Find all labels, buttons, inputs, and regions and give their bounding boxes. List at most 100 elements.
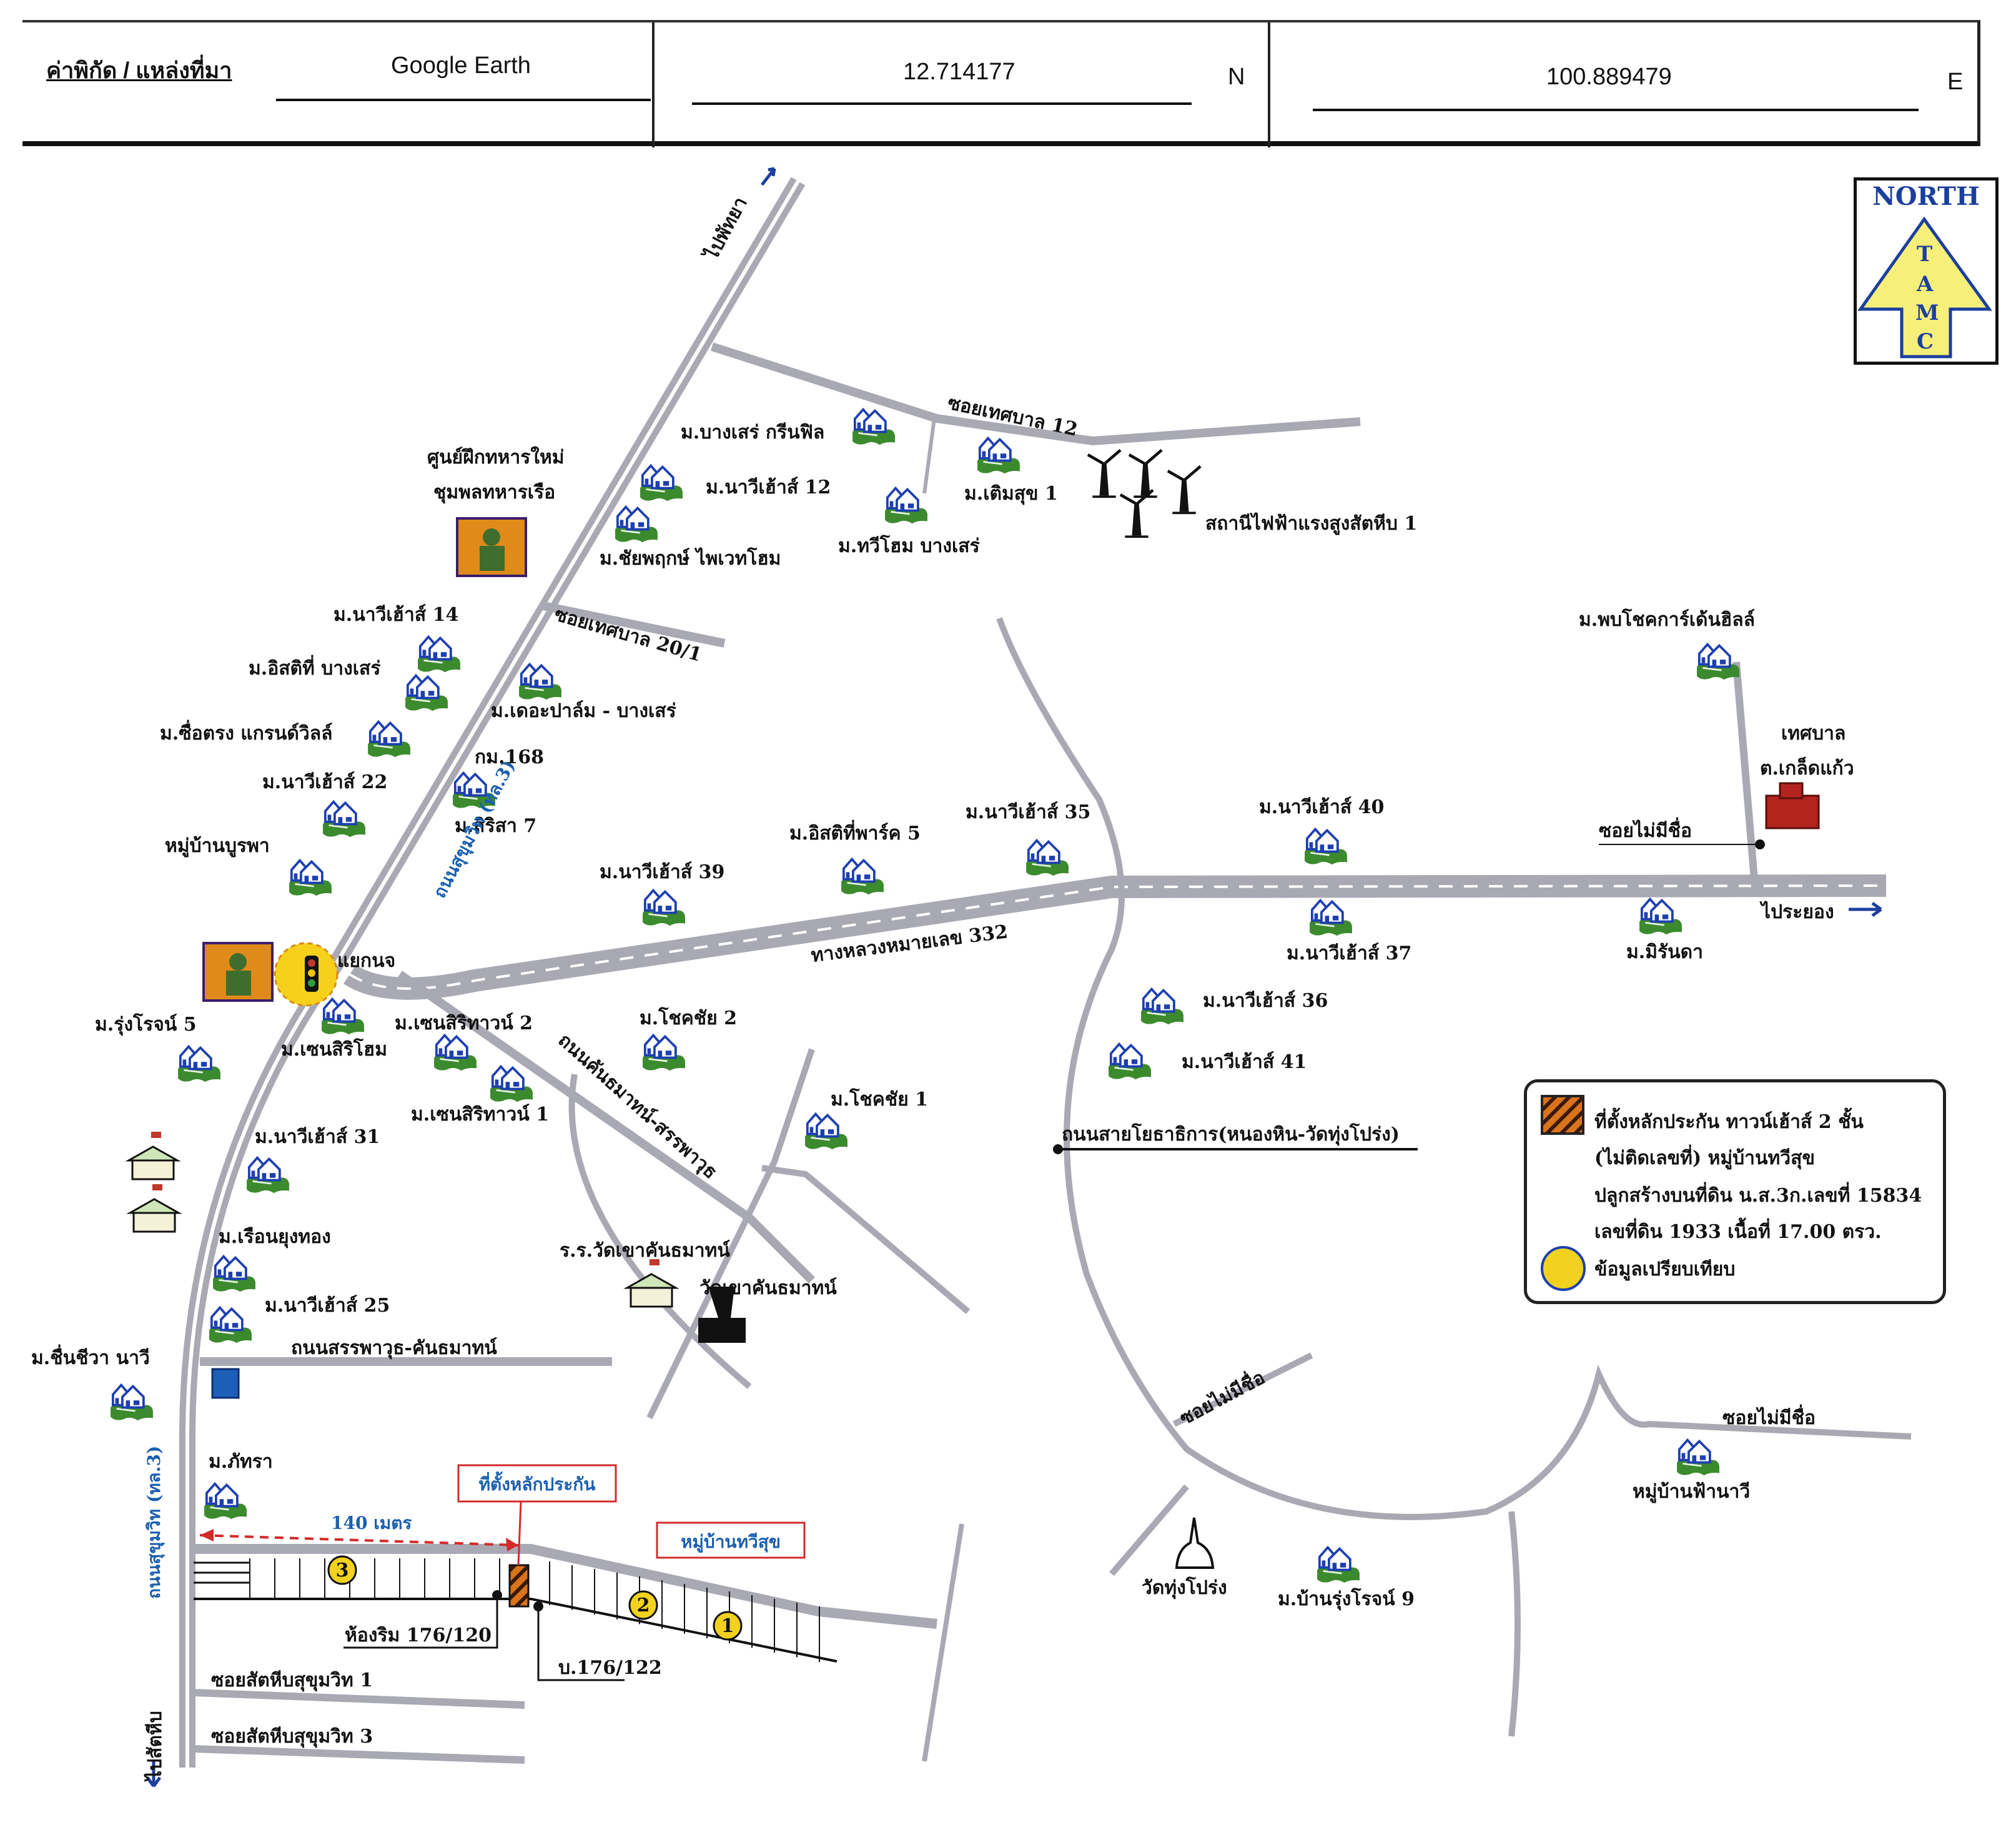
coordinate-source-label: ค่าพิกัด / แหล่งที่มา: [46, 57, 232, 83]
municipality-label: เทศบาล: [1781, 723, 1846, 744]
soi-no-name-west: [1172, 1352, 1313, 1427]
gas-station-icon: [211, 1368, 240, 1399]
km-marker-label: กม.168: [475, 746, 544, 768]
village-icon: [245, 1156, 290, 1195]
sukhumvit-median: [185, 180, 800, 1768]
village-label: ม.นาวีเฮ้าส์ 37: [1287, 942, 1411, 964]
sapphawut-road-label: ถนนสรรพาวุธ-คันธมาทน์: [291, 1337, 497, 1360]
soi-to-temple: [1109, 1484, 1189, 1576]
village-icon: [1107, 1042, 1152, 1081]
municipality-building-icon: [1765, 782, 1820, 829]
yothathikan-south: [1508, 1511, 1521, 1737]
symbols-layer: 3 2 1: [109, 167, 1882, 1788]
north-letter: A: [1917, 272, 1934, 297]
village-icon: [1638, 898, 1683, 936]
village-label: ม.เติมสุข 1: [964, 483, 1058, 505]
village-label: ม.บางเสร่ กรีนฟิล: [681, 422, 824, 443]
soi-no-name-label: ซอยไม่มีชื่อ: [1175, 1364, 1268, 1430]
village-label: ม.อิสติที่ บางเสร่: [249, 655, 380, 680]
yothathikan-road-label: ถนนสายโยธาธิการ(หนองหิน-วัดทุ่งโปร่ง): [1062, 1122, 1400, 1146]
power-pylon-icon: [1129, 450, 1162, 498]
village-callout-box: [656, 1521, 806, 1559]
village-label: ม.ชื่นชีวา นาวี: [31, 1344, 150, 1369]
khanthamat-west: [568, 1074, 752, 1389]
village-label: ม.มิรันดา: [1626, 941, 1703, 963]
soi-sattahip-sukhumvit-1: [193, 1689, 525, 1709]
traffic-light-icon: [305, 956, 319, 992]
soi-thesaban-20-1: [542, 601, 726, 648]
comparable-marker[interactable]: 1: [713, 1611, 743, 1641]
village-callout-text: หมู่บ้านทวีสุข: [681, 1531, 781, 1553]
temple-icon: [698, 1287, 746, 1343]
power-station-label: สถานีไฟฟ้าแรงสูงสัตหีบ 1: [1205, 512, 1417, 535]
svg-text:3: 3: [336, 1560, 349, 1581]
village-label: ม.อิสติที่พาร์ค 5: [789, 819, 921, 844]
north-arrow: NORTH T A M C: [1854, 177, 1999, 365]
coordinate-header: ค่าพิกัด / แหล่งที่มา Google Earth 12.71…: [22, 20, 1980, 147]
village-icon: [109, 1383, 154, 1422]
temple-label: วัดทุ่งโปร่ง: [1142, 1576, 1227, 1600]
navy-training-icon: [202, 942, 274, 1002]
village-icon: [976, 437, 1021, 475]
subject-callout: [457, 1464, 617, 1566]
village-label: ม.นาวีเฮ้าส์ 22: [262, 771, 387, 793]
subject-property-marker[interactable]: [508, 1564, 530, 1608]
legend-subject-line: ที่ตั้งหลักประกัน ทาวน์เฮ้าส์ 2 ชั้น: [1594, 1111, 1864, 1133]
yothathikan-road: [996, 617, 1912, 1520]
village-icon: [1316, 1546, 1361, 1585]
subject-callout-text: ที่ตั้งหลักประกัน: [479, 1471, 596, 1495]
village-label: ม.นาวีเฮ้าส์ 41: [1182, 1051, 1307, 1073]
highway-332-centerline: [348, 884, 1887, 990]
village-label: ม.พบโชคการ์เด้นฮิลล์: [1579, 608, 1755, 631]
north-letter: C: [1917, 329, 1934, 354]
navy-training-label: ศูนย์ฝึกทหารใหม่: [427, 446, 565, 469]
school-label: ร.ร.วัดเขาคันธมาทน์: [560, 1240, 730, 1262]
soi-sattahip-sukhumvit-3-label: ซอยสัตหีบสุขุมวิท 3: [211, 1726, 373, 1748]
to-sattahip-arrow-icon: [146, 1761, 162, 1788]
comparable-marker[interactable]: 2: [628, 1590, 658, 1620]
soi-sattahip-sukhumvit-1-label: ซอยสัตหีบสุขุมวิท 1: [211, 1669, 373, 1692]
village-icon: [840, 858, 885, 896]
village-label: ม.เซนสิริทาวน์ 2: [395, 1012, 533, 1034]
power-pylon-icon: [1168, 467, 1200, 515]
pagoda-icon: [1175, 1517, 1215, 1569]
village-label: ม.นาวีเฮ้าส์ 31: [255, 1126, 380, 1148]
village-label: ม.เซนสิริโฮม: [281, 1037, 387, 1061]
subject-soi: [194, 1544, 937, 1629]
neighbor-left-leader: [343, 1595, 498, 1649]
subject-swatch-icon: [1541, 1095, 1584, 1135]
village-icon: [1140, 987, 1185, 1026]
legend-subject-line: (ไม่ติดเลขที่) หมู่บ้านทวีสุข: [1594, 1147, 1815, 1169]
village-label: ม.โชคชัย 1: [831, 1087, 928, 1110]
sukhumvit-label: ถนนสุขุมวิท (ทล.3): [144, 1446, 165, 1599]
source-underline: [276, 99, 651, 101]
navy-training-label: ชุมพลทหารเรือ: [433, 482, 555, 504]
longitude-value: 100.889479: [1546, 64, 1672, 90]
comparable-swatch-icon: [1541, 1246, 1586, 1291]
village-icon: [177, 1045, 222, 1084]
header-divider: [1268, 22, 1270, 147]
village-icon: [1303, 828, 1348, 866]
north-letter: T: [1917, 242, 1933, 267]
village-label: ม.นาวีเฮ้าส์ 35: [966, 801, 1090, 823]
village-icon: [641, 889, 686, 927]
legend-comparable-label: ข้อมูลเปรียบเทียบ: [1594, 1259, 1736, 1280]
svg-text:1: 1: [721, 1615, 734, 1637]
village-icon: [433, 1034, 478, 1072]
roads-layer: [179, 177, 1912, 1768]
village-icon: [641, 1034, 686, 1072]
village-icon: [203, 1482, 248, 1521]
junction-label: แยกนจ: [337, 950, 395, 972]
longitude-underline: [1313, 109, 1919, 111]
village-label: ม.ภัทรา: [209, 1451, 273, 1473]
village-icon: [1676, 1438, 1721, 1477]
village-icon: [320, 997, 365, 1036]
school-icon: [623, 1259, 679, 1308]
neighbor-right-leader: [537, 1606, 625, 1681]
comparable-marker[interactable]: 3: [327, 1555, 357, 1585]
to-pattaya-label: ไปพัทยา: [699, 193, 752, 265]
village-label: ม.ชัยพฤกษ์ ไพเวทโฮม: [600, 547, 781, 570]
longitude-unit: E: [1947, 69, 1964, 95]
village-label: ม.นาวีเฮ้าส์ 14: [334, 604, 458, 626]
